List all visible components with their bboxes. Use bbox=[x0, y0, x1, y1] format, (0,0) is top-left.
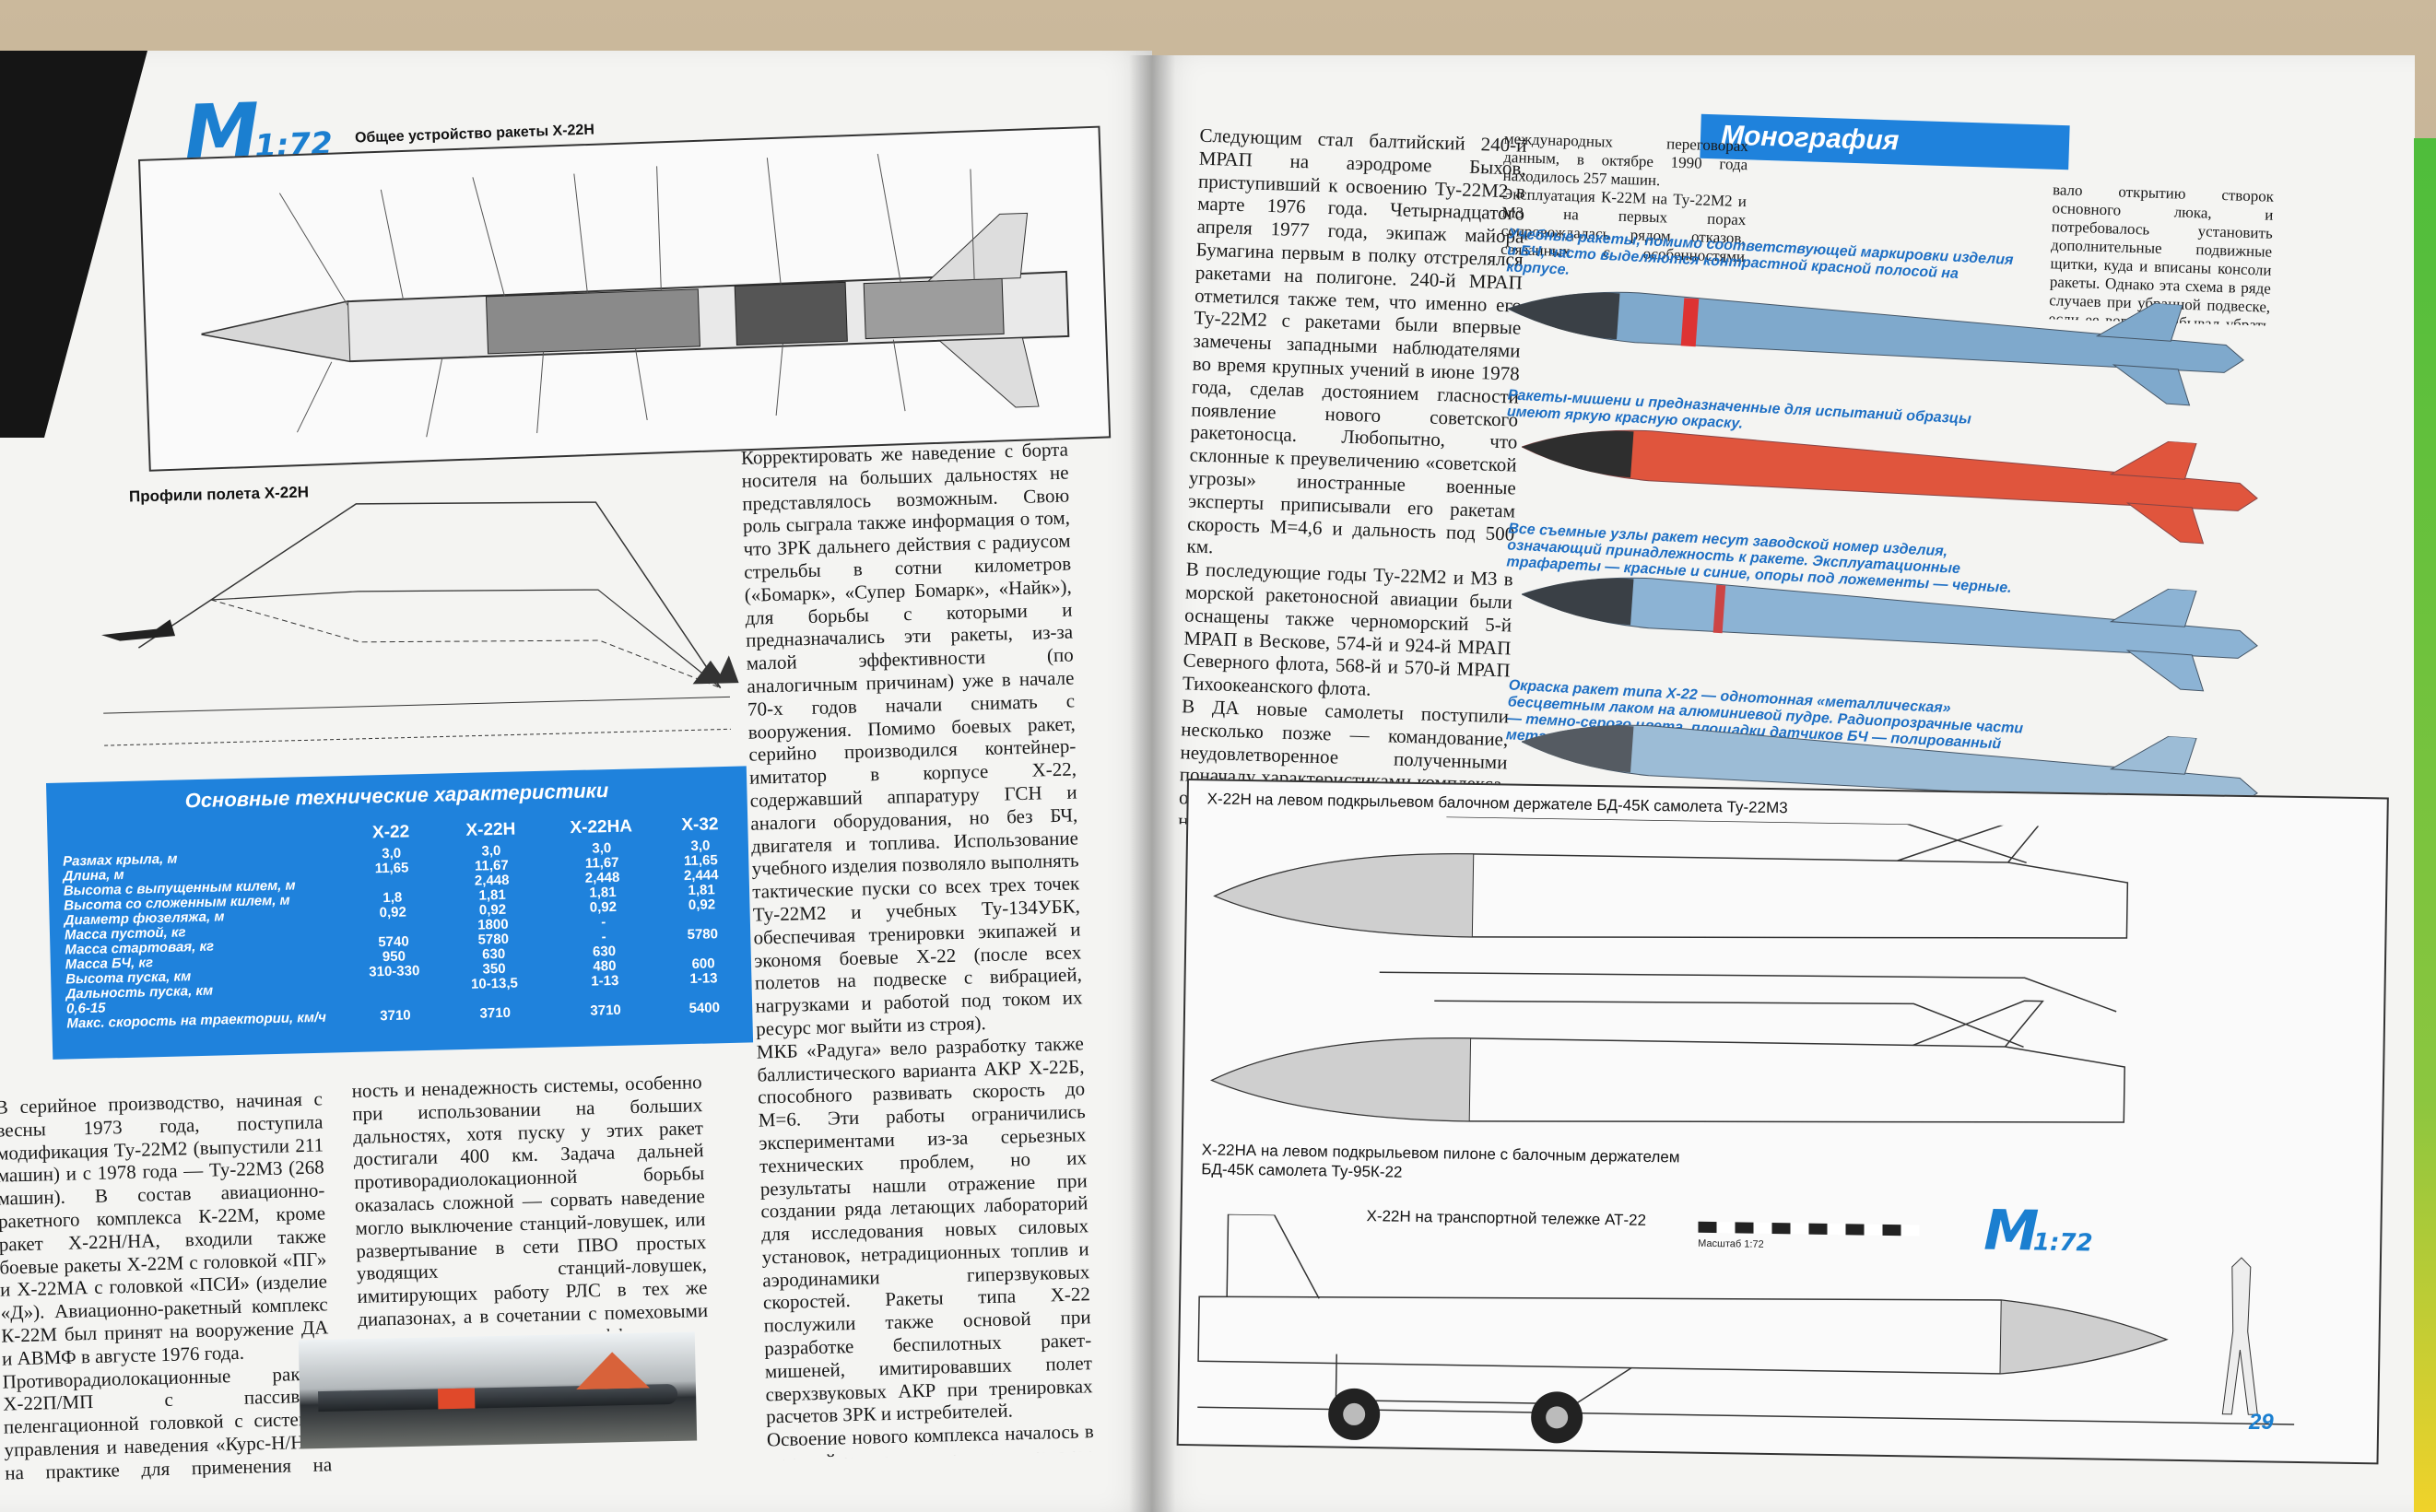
left-page: М1:72 Общее устройство ракеты Х-22Н Проф… bbox=[0, 51, 1152, 1512]
page-color-edge bbox=[2414, 138, 2436, 1512]
article-column-left: Следующим стал балтийский 240-й МРАП на … bbox=[1178, 123, 1527, 835]
diagram-title: Общее устройство ракеты Х-22Н bbox=[354, 122, 595, 147]
page-number: 29 bbox=[2249, 1410, 2274, 1435]
trailer-drawing bbox=[1197, 1213, 2295, 1444]
specs-cell: 3710 bbox=[479, 1004, 512, 1022]
specs-title: Основные технические характеристики bbox=[184, 779, 609, 813]
article-column-bottom-mid: ность и ненадежность системы, особенно п… bbox=[351, 1071, 709, 1338]
specs-cell: 5400 bbox=[688, 1000, 721, 1017]
flight-profile-diagram bbox=[79, 475, 769, 787]
article-column-right: Корректировать же наведение с борта носи… bbox=[740, 438, 1095, 1460]
specs-header-col: Х-32 bbox=[681, 815, 719, 836]
specs-header-col: Х-22 bbox=[371, 822, 410, 843]
missile-photo-fin bbox=[575, 1352, 650, 1390]
flight-profile-graph bbox=[100, 501, 739, 746]
pylon-drawings bbox=[1210, 815, 2129, 1123]
missile-illustration-serial bbox=[1520, 577, 2258, 692]
specs-table-box: Основные технические характеристики Х-22… bbox=[46, 766, 754, 1060]
cutaway-diagram bbox=[138, 125, 1112, 472]
spine-shadow bbox=[1129, 55, 1175, 1512]
specs-cell: 3710 bbox=[380, 1007, 411, 1025]
article-column-bottom-left: В серийное производство, начиная с весны… bbox=[0, 1087, 333, 1483]
right-page: Монография Следующим стал балтийский 240… bbox=[1152, 55, 2415, 1512]
missile-illustration-target bbox=[1520, 429, 2258, 545]
section-tab: Монография bbox=[1700, 113, 2070, 170]
technical-drawings-panel: Х-22Н на левом подкрыльевом балочном дер… bbox=[1176, 779, 2389, 1465]
drawing-title-1: Х-22Н на левом подкрыльевом балочном дер… bbox=[1206, 790, 1788, 817]
specs-header-col: Х-22НА bbox=[570, 816, 633, 838]
missile-cutaway-drawing bbox=[201, 153, 1070, 438]
missile-photo bbox=[298, 1331, 698, 1449]
drawing-title-2: Х-22НА на левом подкрыльевом пилоне с ба… bbox=[1201, 1141, 1680, 1181]
missile-photo-stripe bbox=[437, 1388, 476, 1410]
specs-header-col: Х-22Н bbox=[465, 819, 516, 840]
specs-cell: 3710 bbox=[590, 1002, 621, 1019]
missile-illustration-training bbox=[1506, 291, 2244, 406]
